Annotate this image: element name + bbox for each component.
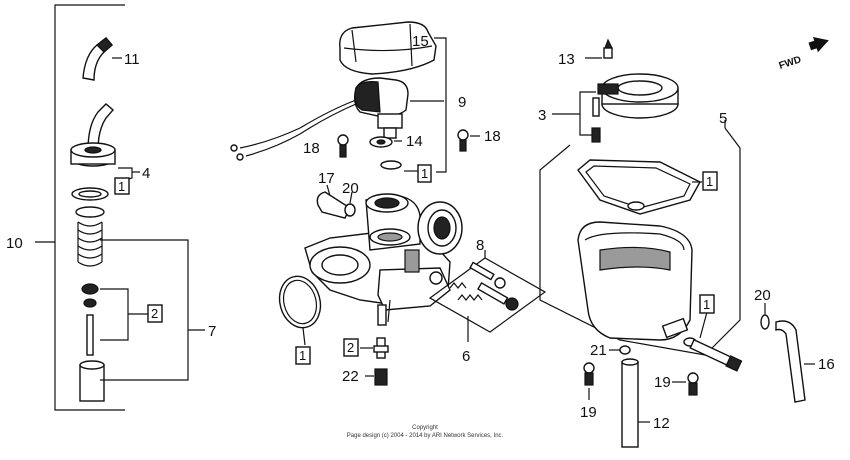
part-9-starter: [230, 77, 444, 161]
part-19-screw-left: [583, 362, 595, 400]
callout-box-1-gasket: [702, 171, 718, 191]
callout-16: 16: [818, 356, 835, 373]
fwd-arrow: [808, 36, 829, 53]
part-19-screw-right: [672, 372, 699, 396]
callout-6: 6: [462, 348, 470, 365]
part-4-tube-nut: [70, 103, 140, 183]
callout-1-left: 1: [118, 179, 125, 194]
callout-1-gasket: 1: [706, 174, 713, 189]
part-16-hose: [775, 320, 815, 403]
callout-11: 11: [124, 51, 140, 68]
callout-1-bowl: 1: [703, 297, 710, 312]
part-12-tube: [621, 358, 650, 448]
callout-18-right: 18: [484, 128, 501, 145]
part-13-clip: [585, 38, 613, 59]
copyright-line-1: Copyright: [412, 425, 438, 431]
callout-22: 22: [342, 368, 359, 385]
part-22-jet: [365, 368, 388, 386]
part-oring-spring: [71, 177, 130, 267]
callout-8: 8: [476, 237, 484, 254]
callout-20-center: 20: [342, 180, 359, 197]
part-oring-left: [278, 275, 322, 365]
part-21-clip: [609, 345, 631, 355]
callout-10: 10: [6, 235, 23, 252]
part-drain-screw: [689, 338, 743, 372]
part-15-cover: [339, 21, 447, 173]
callout-7: 7: [208, 323, 216, 340]
callout-19-left: 19: [580, 404, 597, 421]
float-bowl: [577, 221, 697, 347]
part-needle-piston: [79, 283, 163, 402]
fwd-label: FWD: [778, 54, 803, 72]
part-7-bracket: [100, 239, 205, 381]
copyright-line-2: Page design (c) 2004 - 2014 by ARI Netwo…: [347, 433, 504, 439]
part-11-elbow: [82, 37, 122, 81]
carburetor-body: [304, 193, 463, 326]
part-gasket: [577, 159, 702, 215]
callout-box-1-center: [417, 164, 432, 183]
left-bracket-lines: [35, 4, 125, 411]
part-3-float: [552, 73, 679, 143]
part-1-box-bowl: [699, 311, 708, 339]
part-20-clip-center: [344, 191, 356, 217]
callout-12: 12: [653, 415, 670, 432]
callout-19-right: 19: [654, 374, 671, 391]
part-jet-2: [343, 337, 389, 359]
callout-18-left: 18: [303, 140, 320, 157]
part-14-washer: [369, 136, 418, 172]
callout-4: 4: [142, 165, 150, 182]
callout-17: 17: [318, 170, 335, 187]
callout-14: 14: [406, 133, 423, 150]
callout-1-center: 1: [421, 166, 428, 181]
part-18-screw-left: [337, 134, 349, 158]
callout-9: 9: [458, 94, 466, 111]
callout-box-1-bowl: [699, 294, 715, 314]
callout-15: 15: [412, 33, 429, 50]
callout-2-left: 2: [151, 306, 158, 321]
callout-20-right: 20: [754, 287, 771, 304]
callout-5: 5: [719, 110, 727, 127]
part-5-bowl-bracket: [539, 120, 741, 356]
callout-1-oring: 1: [299, 348, 306, 363]
callout-3: 3: [538, 107, 546, 124]
part-18-screw-right: [457, 129, 480, 152]
callout-2-jet: 2: [347, 340, 354, 355]
part-20-clip-right: [760, 303, 770, 330]
callout-21: 21: [590, 342, 607, 359]
part-8-6-kit: [428, 250, 547, 342]
callout-13: 13: [558, 51, 575, 68]
